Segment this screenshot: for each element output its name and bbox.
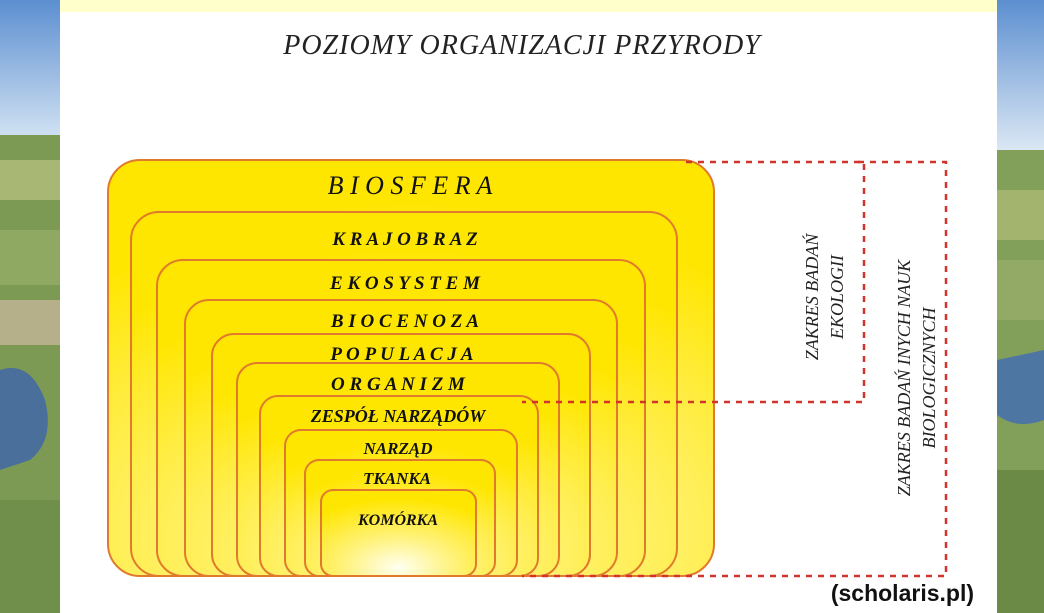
level-label-krajobraz: K R A J O B R A Z — [331, 229, 478, 250]
landscape-photo-left — [0, 0, 60, 613]
level-label-biosfera: B I O S F E R A — [328, 171, 493, 200]
level-label-komorka: KOMÓRKA — [357, 510, 438, 529]
landscape-photo-right — [997, 0, 1044, 613]
ecology-range-label-line2: EKOLOGII — [827, 254, 847, 340]
level-label-ekosystem: E K O S Y S T E M — [329, 273, 481, 294]
other-sciences-range-label-line1: ZAKRES BADAŃ INYCH NAUK — [893, 259, 914, 497]
diagram-title: POZIOMY ORGANIZACJI PRZYRODY — [283, 30, 761, 61]
ecology-range-bracket — [522, 160, 866, 404]
level-label-zespol-narzadow: ZESPÓŁ NARZĄDÓW — [310, 405, 488, 426]
level-label-biocenoza: B I O C E N O Z A — [330, 311, 479, 332]
other-sciences-range-label-line2: BIOLOGICZNYCH — [919, 306, 939, 448]
level-label-narzad: NARZĄD — [363, 439, 433, 458]
ecology-range-label-line1: ZAKRES BADAŃ — [801, 233, 822, 360]
level-label-tkanka: TKANKA — [363, 469, 431, 488]
box-komorka — [320, 489, 477, 577]
level-label-organizm: O R G A N I Z M — [331, 374, 466, 395]
source-credit: (scholaris.pl) — [830, 580, 974, 606]
other-sciences-range-bracket — [522, 160, 948, 578]
level-label-populacja: P O P U L A C J A — [329, 344, 473, 365]
